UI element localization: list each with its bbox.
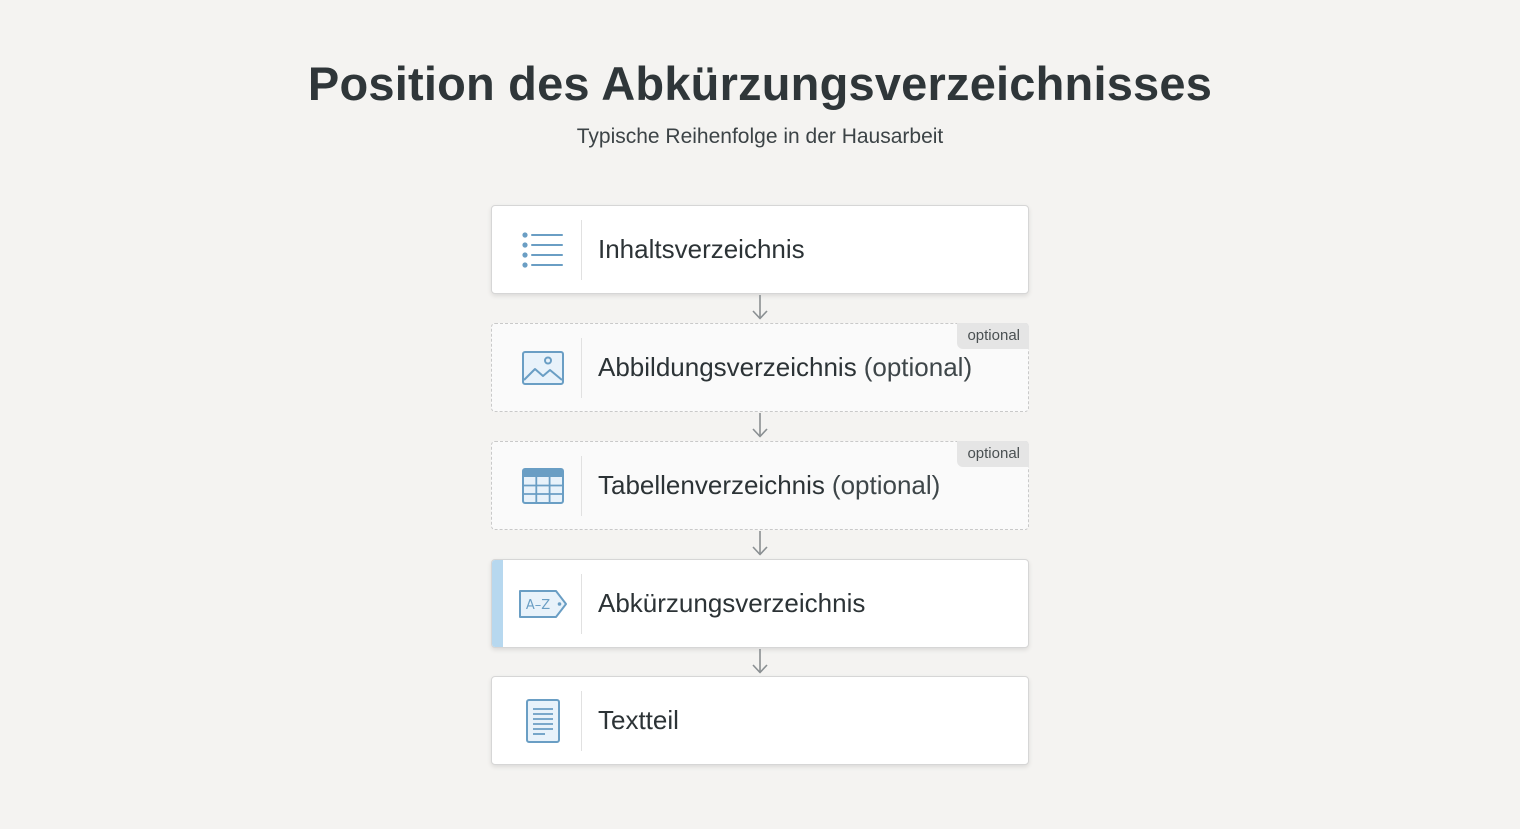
list-icon [512,228,574,272]
step-label-suffix: (optional) [831,470,941,500]
step-label-text: Inhaltsverzeichnis [598,234,805,264]
step-card-inhaltsverzeichnis: Inhaltsverzeichnis [491,205,1029,294]
step-card-textteil: Textteil [491,676,1029,765]
optional-badge: optional [957,441,1029,467]
step-label: Inhaltsverzeichnis [598,206,805,293]
step-card-tabellenverzeichnis: optional Tabellenverzeichnis (optional) [491,441,1029,530]
image-icon [512,346,574,390]
card-divider [581,691,582,751]
card-divider [581,220,582,280]
document-icon [512,699,574,743]
step-label-text: Textteil [598,705,679,735]
step-label: Textteil [598,677,679,764]
step-label: Abbildungsverzeichnis (optional) [598,324,972,411]
card-divider [581,456,582,516]
step-label-text: Tabellenverzeichnis [598,470,825,500]
step-label: Abkürzungsverzeichnis [598,560,865,647]
step-label: Tabellenverzeichnis (optional) [598,442,940,529]
optional-badge: optional [957,323,1029,349]
step-label-text: Abkürzungsverzeichnis [598,588,866,618]
diagram-title: Position des Abkürzungsverzeichnisses [307,57,1213,110]
highlight-accent-bar [492,560,503,647]
down-arrow-icon [752,295,768,320]
table-icon [512,464,574,508]
down-arrow-icon [752,531,768,556]
diagram-subtitle: Typische Reihenfolge in der Hausarbeit [576,125,944,148]
down-arrow-icon [752,649,768,674]
step-label-text: Abbildungsverzeichnis [598,352,857,382]
card-divider [581,338,582,398]
step-label-suffix: (optional) [863,352,973,382]
down-arrow-icon [752,413,768,438]
step-card-abbildungsverzeichnis: optional Abbildungsverzeichnis (optional… [491,323,1029,412]
abbreviation-tag-text: A–Z [526,598,550,613]
abbreviation-tag-icon: A–Z [512,582,574,626]
card-divider [581,574,582,634]
step-card-abkuerzungsverzeichnis: A–Z Abkürzungsverzeichnis [491,559,1029,648]
